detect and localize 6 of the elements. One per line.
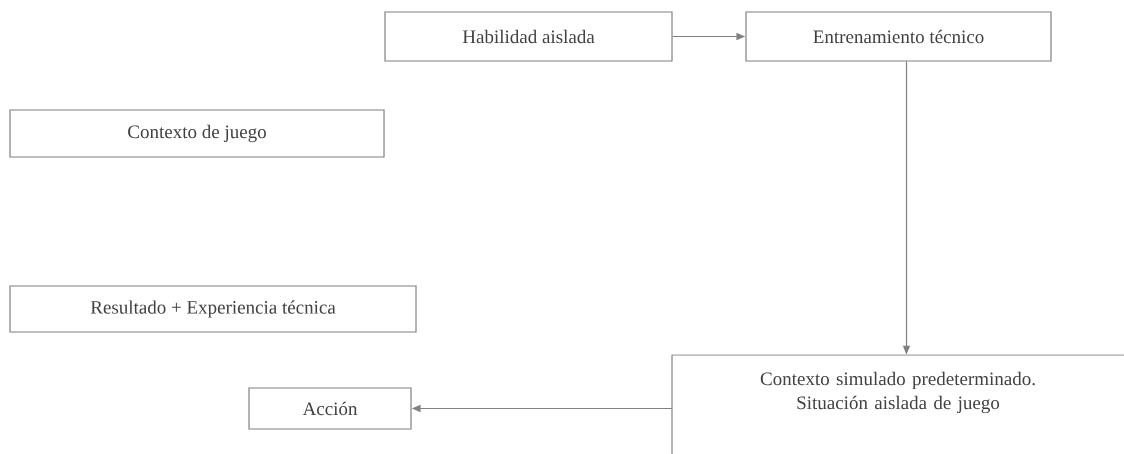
process-box: Contexto simulado predeterminado. Situación aislada de juego	[671, 354, 1124, 454]
process-box: Habilidad aislada	[384, 11, 673, 62]
process-box: Acción	[248, 387, 412, 430]
process-box: Entrenamiento técnico	[745, 11, 1052, 62]
process-box: Resultado + Experiencia técnica	[9, 285, 417, 333]
process-box: Contexto de juego	[9, 109, 385, 158]
